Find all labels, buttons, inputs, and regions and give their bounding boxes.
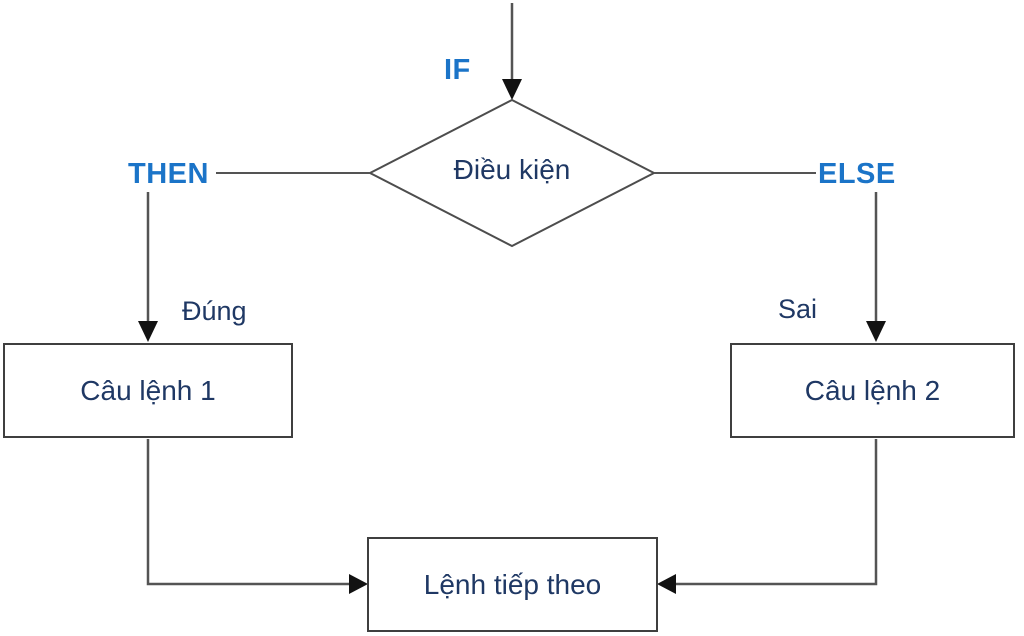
statement1-to-next-line (146, 439, 351, 586)
else-branch-arrowhead-icon (866, 321, 886, 342)
statement1-box: Câu lệnh 1 (3, 343, 293, 438)
condition-diamond (367, 98, 657, 248)
else-keyword-label: ELSE (818, 158, 896, 190)
condition-label: Điều kiện (453, 154, 571, 185)
statement2-box: Câu lệnh 2 (730, 343, 1015, 438)
statement2-to-next-arrowhead-icon (657, 574, 676, 594)
statement2-label: Câu lệnh 2 (804, 374, 941, 406)
next-command-box: Lệnh tiếp theo (367, 537, 658, 632)
true-branch-label: Đúng (182, 296, 247, 326)
false-branch-label: Sai (778, 294, 818, 324)
entry-arrowhead-icon (502, 79, 522, 100)
statement1-to-next-arrowhead-icon (349, 574, 368, 594)
statement2-to-next-line (674, 439, 878, 586)
statement1-label: Câu lệnh 1 (80, 374, 216, 406)
next-command-label: Lệnh tiếp theo (423, 568, 602, 600)
then-keyword-label: THEN (128, 158, 209, 190)
then-branch-arrowhead-icon (138, 321, 158, 342)
if-keyword-label: IF (444, 54, 471, 86)
